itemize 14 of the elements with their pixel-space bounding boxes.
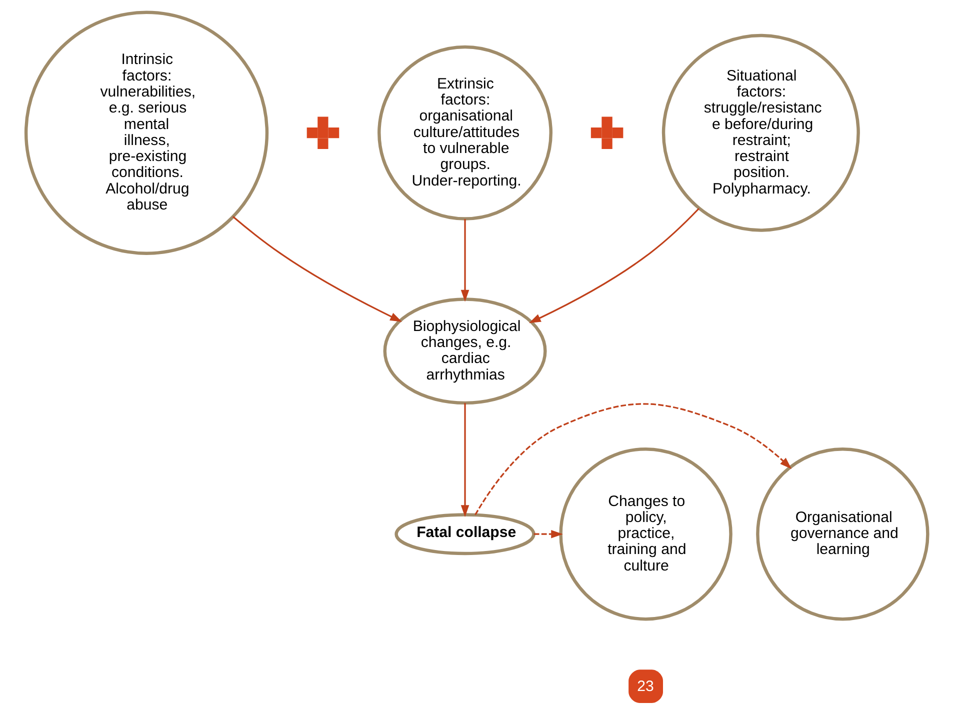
arrow <box>534 530 563 538</box>
arrow <box>474 403 792 516</box>
node-circle: Organisational governance and learning <box>756 447 930 621</box>
arrow <box>460 219 470 302</box>
node-circle: Changes to policy, practice, training and culture <box>559 447 732 621</box>
label: 23 <box>637 678 654 695</box>
arrow <box>232 216 402 322</box>
node-circle: Extrinsic factors: organisational culture/attitudes to vulnerable groups. Under-reporting. <box>378 45 552 220</box>
node-circle: Intrinsic factors: vulnerabilities, e.g. serious mental illness, pre-existing conditions. Alcohol/drug abuse <box>24 10 269 255</box>
arrow <box>460 403 470 517</box>
node-circle: Situational factors: struggle/resistanc e before/during restraint; restraint position. Polypharmacy. <box>662 34 860 232</box>
node-ellipse: Fatal collapse <box>394 513 536 556</box>
node-ellipse: Biophysiological changes, e.g. cardiac arrhythmias <box>383 298 547 405</box>
arrow <box>528 208 700 324</box>
